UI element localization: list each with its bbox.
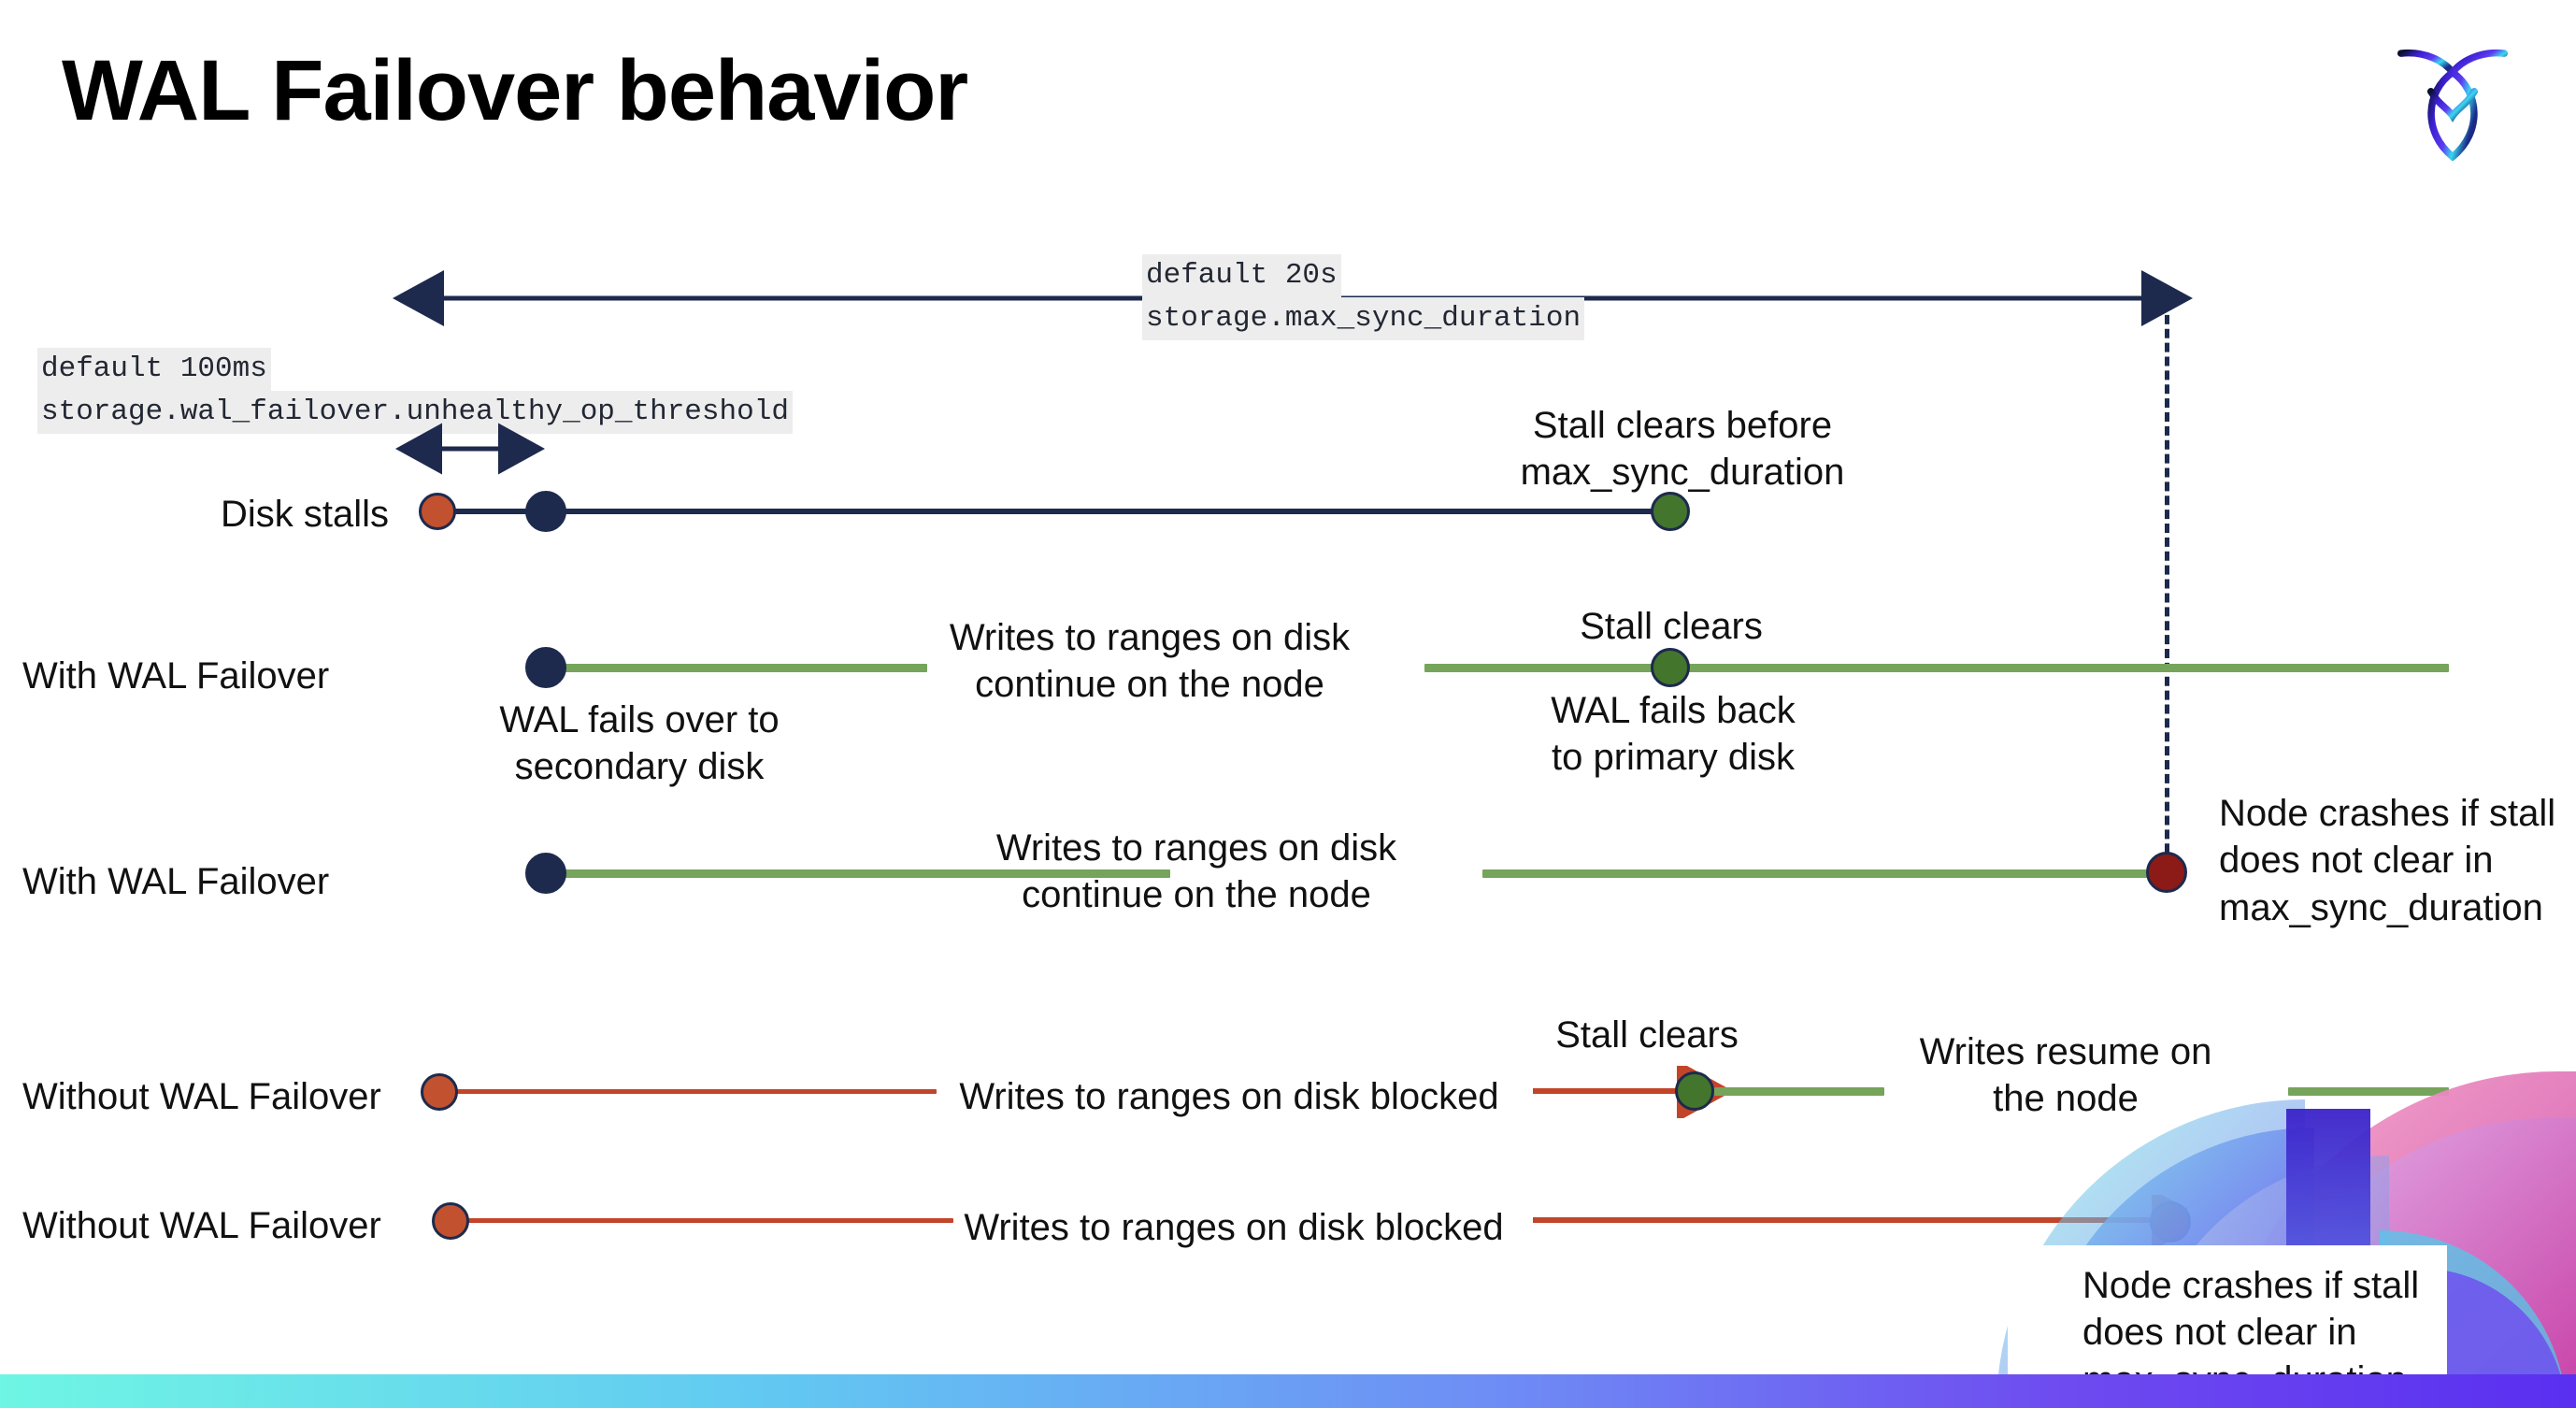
unhealthy-default-label: default 100ms (37, 348, 271, 392)
bottom-gradient-bar (0, 1374, 2576, 1408)
annotation-writes-continue-2: Writes to ranges on disk continue on the… (995, 827, 1397, 916)
annotation-stall-clears-2: Stall clears (1555, 1014, 1739, 1056)
with-failover-1-bar-right (1424, 664, 2449, 672)
max-sync-duration-dashed-connector (2165, 301, 2169, 881)
row-label-disk-stalls: Disk stalls (221, 494, 390, 535)
unhealthy-op-threshold-callout: default 100ms storage.wal_failover.unhea… (37, 348, 793, 435)
disk-stall-clears-dot (1651, 492, 1690, 531)
with-failover-2-failover-dot (525, 853, 566, 894)
without-failover-1-bar-blocked-left (454, 1089, 937, 1094)
annotation-wal-fails-back: WAL fails back to primary disk (1551, 690, 1796, 779)
row-label-without-wal-failover-1: Without WAL Failover (22, 1076, 381, 1117)
without-failover-1-stall-clears-dot (1675, 1071, 1714, 1111)
with-failover-2-bar-right (1482, 869, 2176, 878)
disk-stalls-timeline-bar (437, 509, 1673, 514)
without-failover-1-stall-start-dot (421, 1073, 458, 1111)
annotation-writes-blocked-1: Writes to ranges on disk blocked (959, 1076, 1499, 1117)
page-title: WAL Failover behavior (62, 43, 968, 138)
with-failover-1-bar-left (542, 664, 927, 672)
unhealthy-setting-label: storage.wal_failover.unhealthy_op_thresh… (37, 391, 793, 435)
annotation-writes-continue-1: Writes to ranges on disk continue on the… (949, 617, 1351, 706)
max-sync-default-label: default 20s (1142, 254, 1341, 298)
without-failover-1-bar-resumed-far (2288, 1087, 2449, 1096)
annotation-stall-clears-before-max-sync: Stall clears before max_sync_duration (1520, 405, 1845, 494)
annotation-writes-blocked-2: Writes to ranges on disk blocked (964, 1207, 1504, 1248)
annotation-node-crashes-1: Node crashes if stall does not clear in … (2219, 793, 2556, 928)
cockroachdb-logo-icon (2368, 26, 2537, 176)
max-sync-duration-callout: default 20s storage.max_sync_duration (1142, 254, 1585, 341)
annotation-writes-resume: Writes resume on the node (1919, 1031, 2212, 1120)
without-failover-2-bar-blocked-left (465, 1218, 953, 1223)
disk-stall-start-dot (419, 493, 456, 530)
annotation-stall-clears-1: Stall clears (1580, 606, 1763, 647)
with-failover-1-failover-dot (525, 647, 566, 688)
with-failover-2-crash-dot (2146, 852, 2187, 893)
max-sync-setting-label: storage.max_sync_duration (1142, 297, 1585, 341)
with-failover-2-bar-left (542, 869, 1170, 878)
disk-stall-detected-dot (525, 491, 566, 532)
row-label-with-wal-failover-2: With WAL Failover (22, 861, 330, 902)
without-failover-2-stall-start-dot (432, 1202, 469, 1240)
row-label-without-wal-failover-2: Without WAL Failover (22, 1205, 381, 1246)
row-label-with-wal-failover-1: With WAL Failover (22, 655, 330, 697)
annotation-wal-fails-over: WAL fails over to secondary disk (499, 699, 780, 788)
with-failover-1-stall-clears-dot (1651, 648, 1690, 687)
without-failover-1-bar-resumed (1714, 1087, 1884, 1096)
